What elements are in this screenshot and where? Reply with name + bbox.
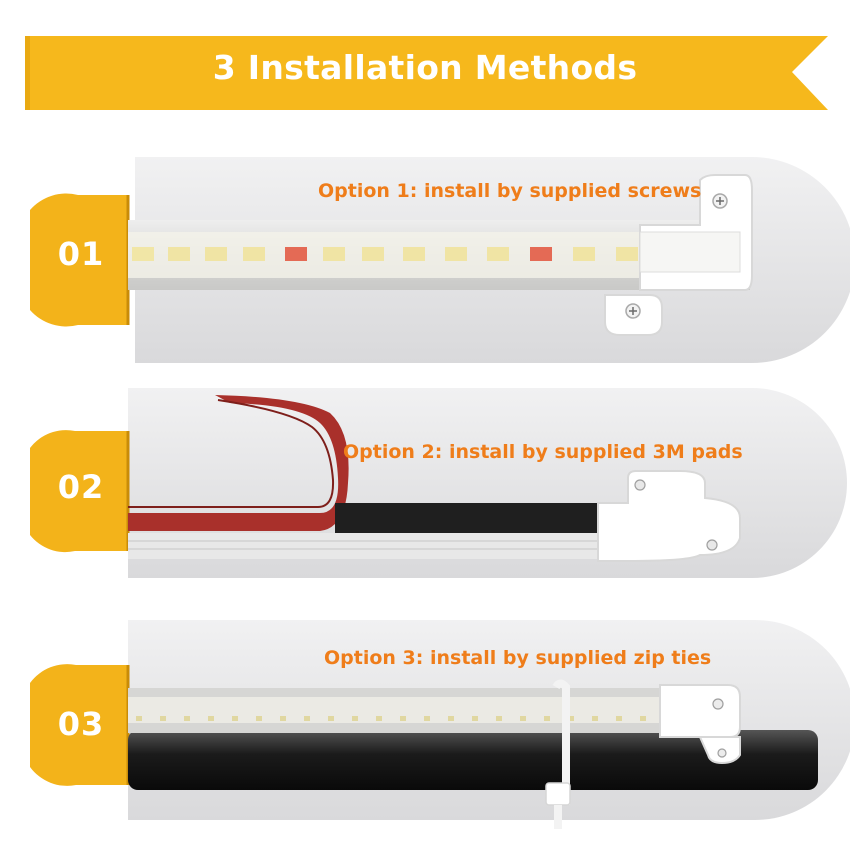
method-card-2: 02 Option 2: install by supplied 3M pads (0, 383, 850, 583)
mounting-bracket (597, 470, 741, 562)
led-chips (136, 716, 646, 721)
mounting-bracket (604, 174, 753, 336)
method-label-2: Option 2: install by supplied 3M pads (343, 441, 743, 463)
page-title: 3 Installation Methods (212, 48, 638, 87)
method-label-3: Option 3: install by supplied zip ties (324, 647, 712, 669)
method-label-1: Option 1: install by supplied screws (318, 180, 702, 202)
method-number-2: 02 (57, 468, 105, 506)
method-number-3: 03 (57, 705, 105, 743)
method-card-1: 01 Option 1: install by supplied screws (0, 150, 850, 365)
led-chips (132, 247, 680, 261)
method-number-1: 01 (57, 235, 105, 273)
mounting-bracket (659, 684, 741, 765)
header-banner (25, 36, 828, 110)
adhesive-install-illustration (30, 388, 847, 578)
screw-install-illustration (30, 157, 850, 363)
zip-tie (545, 679, 571, 829)
zip-tie-install-illustration (30, 620, 850, 829)
method-card-3: 03 Option 3: install by supplied zip tie… (0, 615, 850, 835)
